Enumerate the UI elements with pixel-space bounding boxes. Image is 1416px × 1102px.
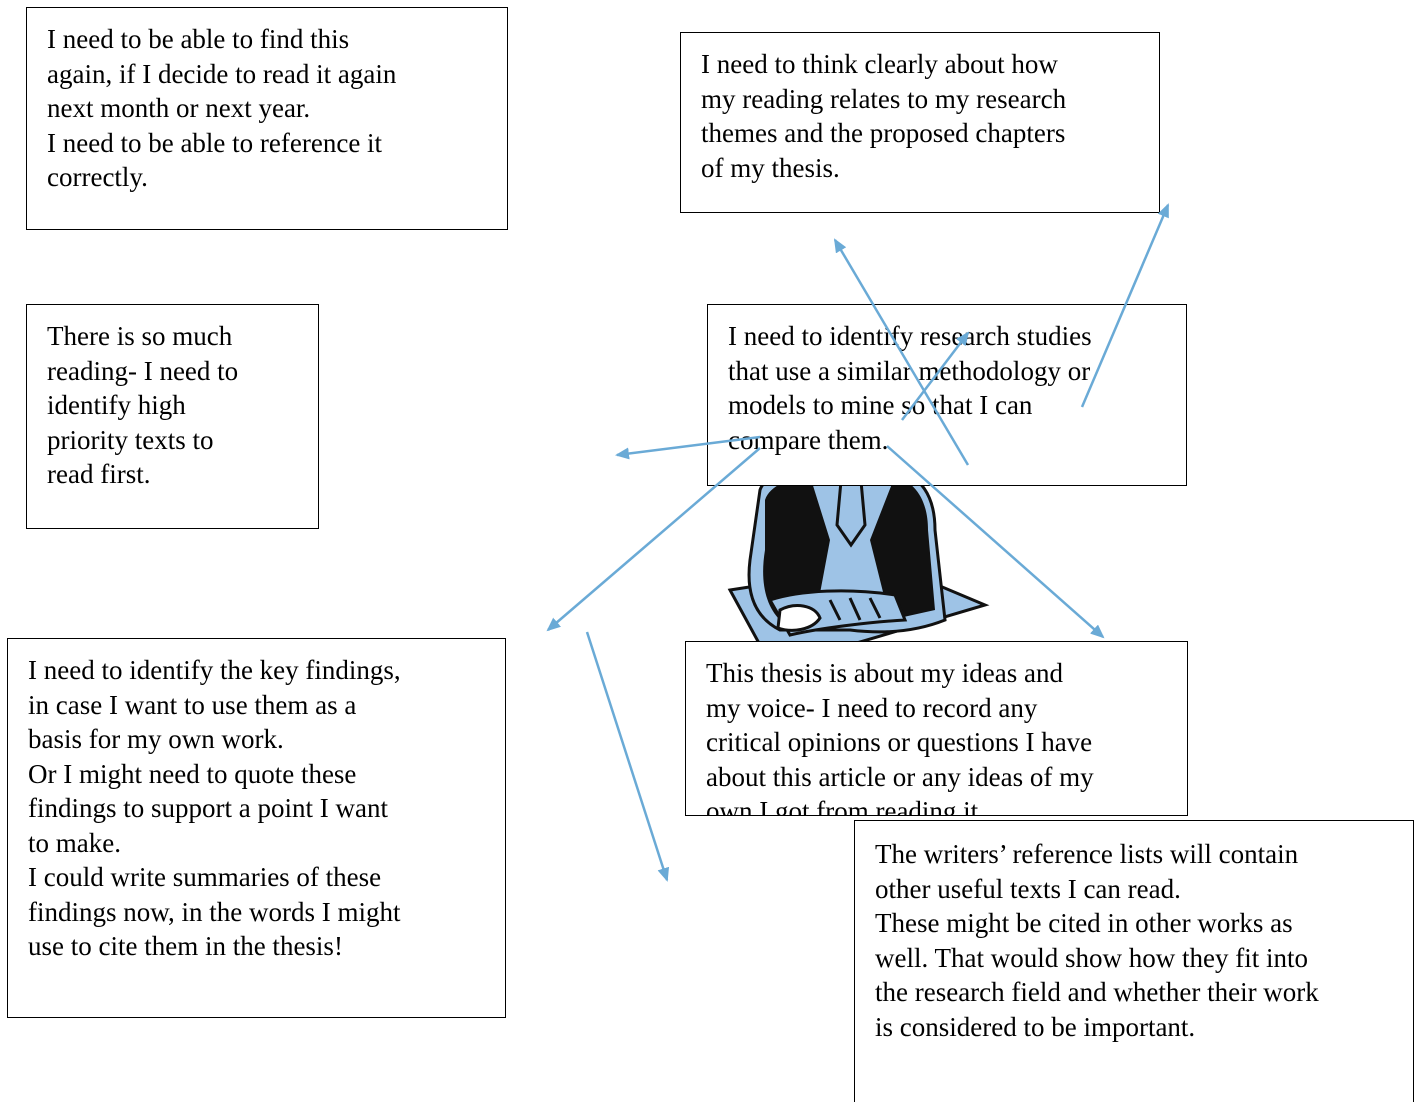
- note-so-much-reading: There is so much reading- I need to iden…: [26, 304, 319, 529]
- note-line: models to mine so that I can: [728, 390, 1033, 420]
- note-line: in case I want to use them as a: [28, 689, 357, 720]
- note-line: I need to identify research studies: [728, 321, 1092, 351]
- note-my-voice: This thesis is about my ideas and my voi…: [685, 641, 1188, 816]
- note-line: There is so much: [47, 321, 233, 351]
- note-line: findings to support a point I want: [28, 793, 388, 823]
- note-line: to make.: [28, 827, 121, 858]
- note-line: my voice- I need to record any: [706, 692, 1038, 723]
- seated-reader-clipart-icon: [727, 470, 990, 645]
- note-line: basis for my own work.: [28, 724, 284, 754]
- note-line: The writers’ reference lists will contai…: [875, 839, 1299, 869]
- hand-shape: [776, 604, 822, 632]
- note-line: other useful texts I can read.: [875, 873, 1181, 904]
- note-line: is considered to be important.: [875, 1011, 1196, 1042]
- note-line: again, if I decide to read it again: [47, 58, 397, 89]
- note-line: critical opinions or questions I have: [706, 727, 1093, 757]
- note-key-findings: I need to identify the key findings, in …: [7, 638, 506, 1018]
- note-line: the research field and whether their wor…: [875, 977, 1319, 1007]
- note-find-again: I need to be able to find this again, if…: [26, 7, 508, 230]
- note-line: use to cite them in the thesis!: [28, 931, 343, 961]
- note-methodology: I need to identify research studies that…: [707, 304, 1187, 486]
- note-line: Or I might need to quote these: [28, 758, 357, 789]
- note-line: read first.: [47, 459, 151, 489]
- note-think-clearly: I need to think clearly about how my rea…: [680, 32, 1160, 213]
- note-line: about this article or any ideas of my: [706, 761, 1094, 792]
- tie-shape: [835, 470, 867, 548]
- note-line: next month or next year.: [47, 93, 311, 123]
- note-line: own I got from reading it.: [706, 796, 985, 816]
- note-line: compare them.: [728, 424, 889, 455]
- note-line: findings now, in the words I might: [28, 896, 401, 927]
- sleeve-stripes: [828, 597, 882, 621]
- note-reference-lists: The writers’ reference lists will contai…: [854, 820, 1414, 1102]
- note-line: identify high: [47, 390, 186, 420]
- note-line: I need to identify the key findings,: [28, 655, 401, 685]
- note-line: well. That would show how they fit into: [875, 942, 1308, 973]
- note-line: These might be cited in other works as: [875, 908, 1293, 938]
- note-line: This thesis is about my ideas and: [706, 658, 1063, 688]
- jacket-left-shape: [763, 476, 830, 620]
- note-line: I need to be able to find this: [47, 24, 350, 54]
- note-line: priority texts to: [47, 424, 214, 455]
- note-line: correctly.: [47, 162, 148, 192]
- note-line: I could write summaries of these: [28, 862, 382, 892]
- note-line: that use a similar methodology or: [728, 355, 1091, 386]
- note-line: I need to think clearly about how: [701, 49, 1058, 79]
- note-line: my reading relates to my research: [701, 83, 1067, 114]
- arrow-to-references-box: [585, 631, 670, 882]
- note-line: reading- I need to: [47, 355, 239, 386]
- note-line: I need to be able to reference it: [47, 127, 383, 158]
- note-line: themes and the proposed chapters: [701, 118, 1066, 148]
- note-line: of my thesis.: [701, 152, 840, 183]
